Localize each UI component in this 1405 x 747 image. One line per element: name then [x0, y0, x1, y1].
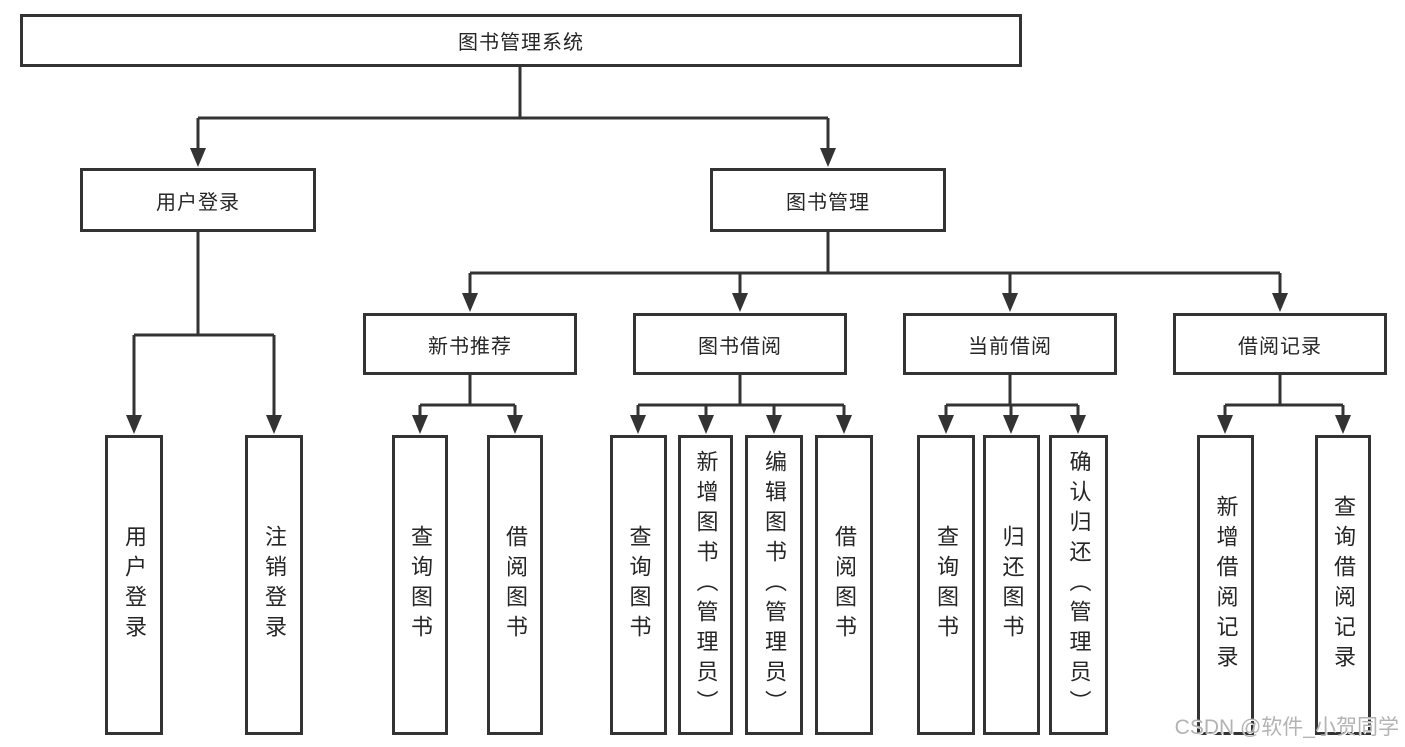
node-label: 确认归还（管理员） — [1066, 450, 1092, 720]
node-label: 图书借阅 — [698, 335, 782, 358]
connector-borrow-record-to-leaves — [1217, 375, 1351, 434]
leaf-borrow-query: 查询图书 — [610, 435, 667, 735]
leaf-current-query: 查询图书 — [917, 435, 975, 735]
node-label: 用户登录 — [156, 191, 240, 214]
node-borrow-record: 借阅记录 — [1173, 313, 1387, 375]
node-user-login-group: 用户登录 — [80, 168, 316, 232]
node-label: 新增图书（管理员） — [693, 450, 719, 720]
node-label: 查询借阅记录 — [1331, 495, 1356, 675]
node-label: 编辑图书（管理员） — [762, 450, 787, 720]
node-label: 新书推荐 — [428, 335, 512, 358]
leaf-current-confirm-admin: 确认归还（管理员） — [1049, 435, 1108, 735]
node-root-system: 图书管理系统 — [20, 14, 1022, 67]
node-label: 图书管理 — [786, 191, 870, 214]
connector-root-to-level2 — [190, 67, 836, 167]
leaf-borrow-edit-admin: 编辑图书（管理员） — [745, 435, 803, 735]
node-book-management: 图书管理 — [710, 168, 946, 232]
leaf-borrow-add-admin: 新增图书（管理员） — [678, 435, 733, 735]
node-new-book-recommend: 新书推荐 — [363, 313, 577, 375]
node-label: 借阅记录 — [1238, 335, 1322, 358]
node-label: 当前借阅 — [968, 335, 1052, 358]
node-label: 查询图书 — [626, 525, 652, 645]
connector-book-management-to-level3 — [462, 232, 1288, 312]
leaf-record-add: 新增借阅记录 — [1197, 435, 1254, 735]
node-label: 借阅图书 — [503, 525, 528, 645]
node-label: 新增借阅记录 — [1213, 495, 1239, 675]
leaf-logout: 注销登录 — [245, 435, 303, 735]
csdn-watermark: CSDN @软件_小贺同学 — [1174, 716, 1399, 739]
node-label: 查询图书 — [408, 525, 433, 645]
connector-new-book-to-leaves — [412, 375, 523, 434]
node-label: 查询图书 — [934, 525, 959, 645]
node-label: 借阅图书 — [832, 525, 857, 645]
node-book-borrow: 图书借阅 — [633, 313, 847, 375]
leaf-borrow-book: 借阅图书 — [815, 435, 873, 735]
leaf-newbook-borrow: 借阅图书 — [487, 435, 543, 735]
leaf-newbook-query: 查询图书 — [392, 435, 448, 735]
leaf-current-return: 归还图书 — [983, 435, 1040, 735]
node-label: 归还图书 — [999, 525, 1025, 645]
node-label: 用户登录 — [122, 525, 147, 645]
connector-user-login-to-leaves — [126, 232, 282, 434]
node-current-borrow: 当前借阅 — [903, 313, 1117, 375]
connector-book-borrow-to-leaves — [630, 375, 852, 434]
leaf-record-query: 查询借阅记录 — [1315, 435, 1371, 735]
leaf-user-login: 用户登录 — [105, 435, 163, 735]
connector-current-borrow-to-leaves — [938, 375, 1086, 434]
node-label: 图书管理系统 — [458, 32, 584, 54]
node-label: 注销登录 — [262, 525, 287, 645]
